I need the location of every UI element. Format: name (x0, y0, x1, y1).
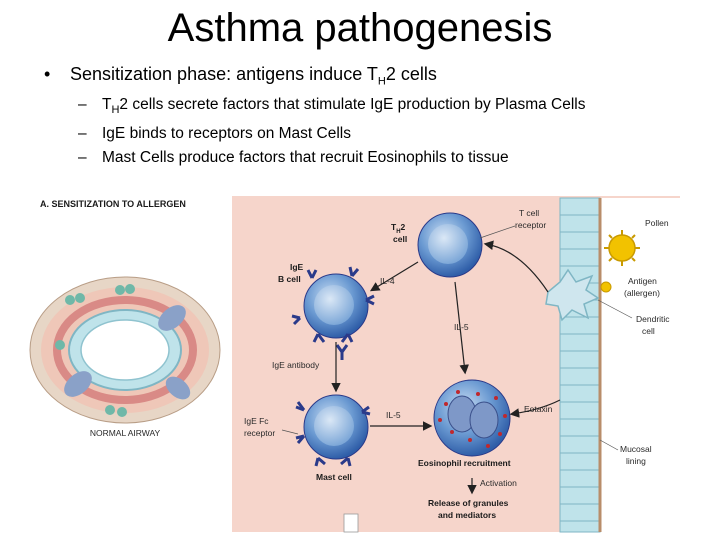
th2-label-b: 2 (401, 222, 406, 232)
bullet-main-prefix: Sensitization phase: antigens induce T (70, 64, 378, 84)
figure-corner-marker (343, 513, 359, 533)
bullet-list: • Sensitization phase: antigens induce T… (40, 64, 710, 170)
release-label-2: and mediators (438, 510, 496, 520)
antigen-label-1: Antigen (628, 276, 657, 286)
release-label-1: Release of granules (428, 498, 509, 508)
il5-mid-label: IL-5 (386, 410, 401, 420)
th2-label: TH2 (391, 222, 406, 235)
mast-cell (295, 394, 371, 467)
sub-bullet-prefix: T (102, 95, 112, 113)
sub-bullet: – Mast Cells produce factors that recrui… (40, 146, 710, 170)
th2-label-a: T (391, 222, 397, 232)
ige-bcell-label-1: IgE (290, 262, 304, 272)
ige-bcell-label-2: B cell (278, 274, 301, 284)
tcell-receptor-label-1: T cell (519, 208, 539, 218)
ige-fc-label-2: receptor (244, 428, 275, 438)
sub-bullet-dash: – (78, 95, 87, 113)
sub-bullet-dash: – (78, 148, 87, 166)
th2-label-cell: cell (393, 234, 407, 244)
sub-bullet: – IgE binds to receptors on Mast Cells (40, 122, 710, 146)
normal-airway-label: NORMAL AIRWAY (90, 428, 161, 438)
pathway-arrows (331, 240, 561, 495)
mucosal-label-2: lining (626, 456, 646, 466)
mast-cell-label: Mast cell (316, 472, 352, 482)
bullet-main-suffix: 2 cells (385, 64, 437, 84)
sub-bullet-text: IgE binds to receptors on Mast Cells (102, 124, 351, 142)
sub-bullet-text: Mast Cells produce factors that recruit … (102, 148, 509, 166)
bullet-dot: • (44, 64, 51, 84)
pollen-label: Pollen (645, 218, 669, 228)
bullet-main-sub: H (377, 75, 386, 88)
ige-antibody-icon (335, 344, 349, 360)
antigen-particle (600, 281, 612, 293)
eos-recruit-label: Eosinophil recruitment (418, 458, 511, 468)
ige-fc-label-1: IgE Fc (244, 416, 269, 426)
eosinophil (433, 379, 511, 457)
sub-bullet-dash: – (78, 124, 87, 142)
il4-label: IL-4 (380, 276, 395, 286)
slide-title: Asthma pathogenesis (167, 6, 553, 50)
dendritic-label-2: cell (642, 326, 655, 336)
activation-label: Activation (480, 478, 517, 488)
tcell-receptor-label-2: receptor (515, 220, 546, 230)
normal-airway-illustration (29, 276, 221, 424)
panel-title: A. SENSITIZATION TO ALLERGEN (40, 199, 186, 209)
mucosal-label-1: Mucosal (620, 444, 652, 454)
sub-bullet-text: 2 cells secrete factors that stimulate I… (119, 95, 586, 113)
dendritic-cell (545, 268, 600, 322)
sub-bullet: – TH2 cells secrete factors that stimula… (40, 93, 710, 122)
il5-top-label: IL-5 (454, 322, 469, 332)
th2-cell (417, 212, 483, 278)
sub-bullet-sub: H (111, 103, 120, 116)
antigen-label-2: (allergen) (624, 288, 660, 298)
ige-b-cell (291, 266, 375, 343)
bullet-main: • Sensitization phase: antigens induce T… (40, 64, 710, 88)
th2-label-sub: H (396, 229, 400, 235)
pollen-grain (604, 230, 640, 266)
dendritic-label-1: Dendritic (636, 314, 670, 324)
ige-antibody-label: IgE antibody (272, 360, 320, 370)
